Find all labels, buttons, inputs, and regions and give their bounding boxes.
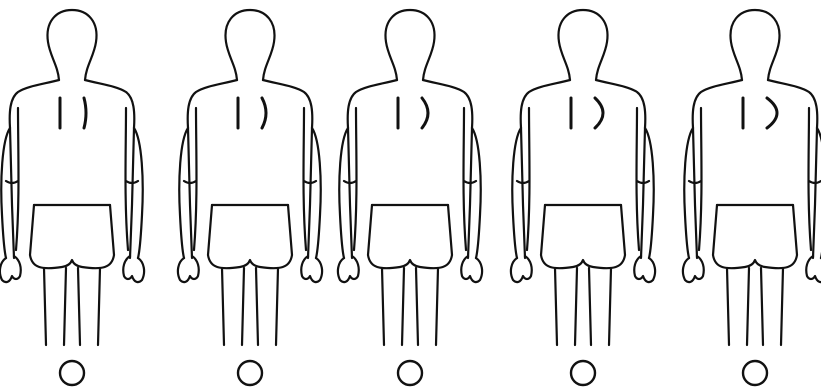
- buttocks-outline: [713, 205, 797, 268]
- buttocks-outline: [541, 205, 625, 268]
- legs-outline: [727, 268, 783, 345]
- body-figure-option-1: [0, 0, 152, 390]
- arms-outline: [179, 128, 320, 258]
- rib-hump-curve: [595, 98, 603, 128]
- radio-circle-icon[interactable]: [238, 361, 262, 385]
- buttocks-outline: [368, 205, 452, 268]
- radio-circle-icon[interactable]: [571, 361, 595, 385]
- buttocks-outline: [30, 205, 114, 268]
- arms-outline: [684, 128, 821, 258]
- elbow-marks: [184, 181, 316, 183]
- legs-outline: [555, 268, 611, 345]
- head-outline: [226, 10, 275, 80]
- rib-hump-curve: [262, 98, 266, 128]
- body-figure-option-2: [170, 0, 330, 390]
- radio-circle-icon[interactable]: [398, 361, 422, 385]
- head-outline: [559, 10, 608, 80]
- head-outline: [731, 10, 780, 80]
- body-figure-option-4: [503, 0, 663, 390]
- legs-outline: [44, 268, 100, 345]
- elbow-marks: [517, 181, 649, 183]
- head-outline: [48, 10, 97, 80]
- hands-outline: [683, 256, 821, 282]
- elbow-marks: [344, 181, 476, 183]
- torso-outline: [10, 80, 135, 258]
- torso-outline: [521, 80, 646, 258]
- arms-outline: [1, 128, 142, 258]
- body-figure-option-5: [675, 0, 821, 390]
- radio-circle-icon[interactable]: [743, 361, 767, 385]
- torso-outline: [693, 80, 818, 258]
- legs-outline: [222, 268, 278, 345]
- body-figure-option-3: [330, 0, 490, 390]
- elbow-marks: [689, 181, 821, 183]
- head-outline: [386, 10, 435, 80]
- rib-hump-curve: [422, 98, 428, 128]
- elbow-marks: [6, 181, 138, 183]
- torso-outline: [188, 80, 313, 258]
- radio-circle-icon[interactable]: [60, 361, 84, 385]
- torso-outline: [348, 80, 473, 258]
- buttocks-outline: [208, 205, 292, 268]
- arms-outline: [512, 128, 653, 258]
- rib-hump-curve: [767, 98, 777, 128]
- rib-hump-curve: [84, 98, 86, 128]
- legs-outline: [382, 268, 438, 345]
- arms-outline: [339, 128, 480, 258]
